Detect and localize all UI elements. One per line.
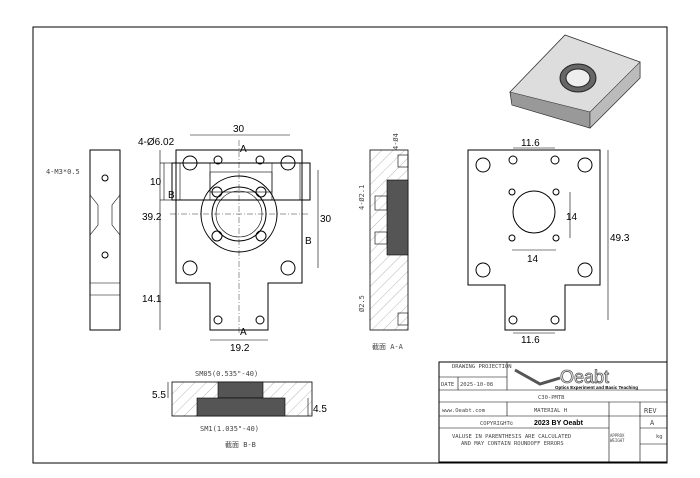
dim-top-height: 10 [150, 177, 162, 188]
logo-tagline: Optics Experiment and Basic Teaching [555, 385, 638, 390]
cut-label-b-right: B [305, 236, 312, 247]
dim-section-a-mid: 4-Ø2.1 [358, 185, 366, 210]
drawing-frame [32, 26, 668, 464]
dim-section-a-bottom: Ø2.5 [358, 295, 366, 312]
projection-label: DRAWING PROJECTION [452, 364, 512, 370]
dim-back-height: 49.3 [610, 233, 630, 244]
date-label: DATE [441, 382, 454, 388]
dim-back-top: 11.6 [521, 138, 540, 149]
section-a-label: 截面 A-A [372, 342, 404, 351]
date-value: 2025-10-08 [460, 382, 493, 388]
dim-back-inner-h: 14 [566, 212, 578, 223]
logo-text: Oeabt [560, 367, 609, 387]
weight-label-2: WEIGHT [610, 438, 625, 443]
material: MATERIAL H [534, 408, 567, 414]
rev-value: A [650, 419, 655, 427]
dim-front-height-right: 30 [320, 214, 332, 225]
dim-section-b-left: 5.5 [152, 390, 166, 401]
thread-large-callout: SM1(1.035"-40) [200, 425, 259, 433]
dim-hole-callout: 4-Ø6.02 [138, 137, 175, 148]
side-view: 4-M3*0.5 [46, 149, 121, 331]
isometric-view [509, 34, 641, 129]
cut-label-a-bottom: A [240, 327, 247, 338]
dim-side-thread: 4-M3*0.5 [46, 168, 80, 176]
website: www.Oeabt.com [442, 408, 486, 414]
section-b-b: 5.5 4.5 SM05(0.535"-40) SM1(1.035"-40) 截… [152, 370, 327, 449]
title-block: DRAWING PROJECTION DATE 2025-10-08 Oeabt… [438, 361, 668, 463]
section-b-label: 截面 B-B [225, 440, 256, 449]
cut-label-a-top: A [240, 144, 247, 155]
dim-section-b-right: 4.5 [313, 404, 327, 415]
note-line-1: VALUSE IN PARENTHESIS ARE CALCULATED [452, 434, 571, 440]
dim-tab-width: 19.2 [230, 343, 250, 354]
dim-front-height-left: 39.2 [142, 212, 162, 223]
cut-label-b-left: B [168, 190, 175, 201]
dim-section-a-top: 4-Ø4 [392, 133, 400, 150]
dim-front-width: 30 [233, 124, 245, 135]
weight-unit: kg [656, 434, 663, 440]
top-view: 10 [150, 162, 311, 201]
back-view: 11.6 14 14 49.3 11.6 [467, 138, 630, 346]
dim-tab-height: 14.1 [142, 294, 162, 305]
part-number: C30-PMTB [538, 395, 565, 401]
copyright: 2023 BY Oeabt [534, 420, 584, 427]
weight-label-1: APPROX [610, 433, 625, 438]
dim-back-bottom: 11.6 [521, 335, 540, 346]
rev-label: REV [644, 407, 657, 415]
copyright-prefix: COPYRIGHT© [480, 421, 514, 427]
logo-icon [514, 368, 561, 386]
thread-small-callout: SM05(0.535"-40) [195, 370, 258, 378]
front-view: 30 4-Ø6.02 39.2 30 14.1 19.2 A A B B [138, 124, 332, 354]
section-a-a: 4-Ø4 4-Ø2.1 Ø2.5 截面 A-A [358, 133, 409, 351]
dim-back-inner-w: 14 [527, 254, 539, 265]
note-line-2: AND MAY CONTAIN ROUNDOFF ERRORS [461, 441, 564, 447]
